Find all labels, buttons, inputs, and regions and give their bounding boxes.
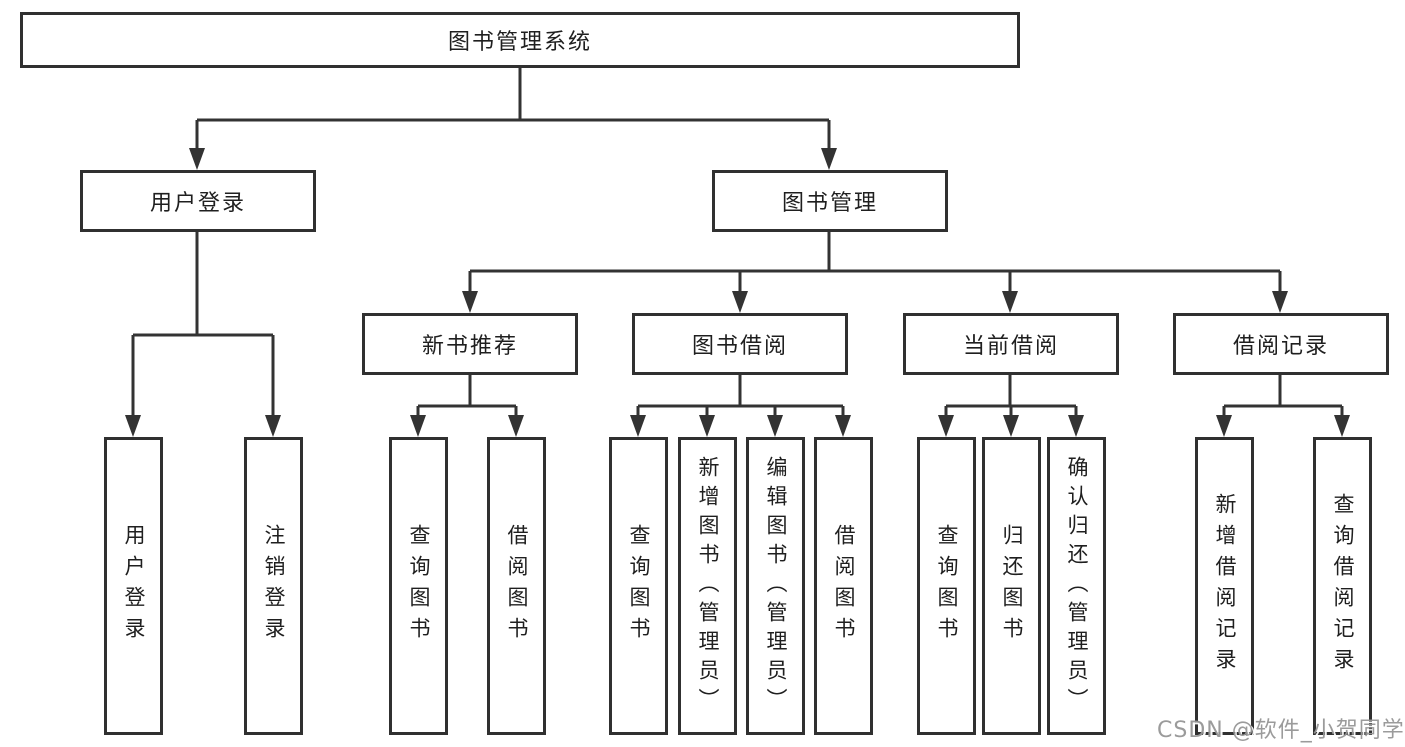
node-label: 当前借阅 bbox=[962, 334, 1059, 359]
connector-user-login bbox=[125, 232, 281, 437]
leaf-edit-books-admin: 编辑图书（管理员） bbox=[746, 437, 805, 735]
leaf-confirm-return-admin: 确认归还（管理员） bbox=[1047, 437, 1106, 735]
node-book-management: 图书管理 bbox=[712, 170, 948, 232]
leaf-label: 查询图书 bbox=[407, 524, 432, 648]
leaf-label: 确认归还（管理员） bbox=[1065, 455, 1090, 717]
leaf-add-books-admin: 新增图书（管理员） bbox=[678, 437, 737, 735]
node-user-login: 用户登录 bbox=[80, 170, 316, 232]
node-new-book-recommendation: 新书推荐 bbox=[362, 313, 578, 375]
node-label: 借阅记录 bbox=[1232, 334, 1329, 359]
node-label: 用户登录 bbox=[149, 191, 246, 216]
leaf-add-borrow-record: 新增借阅记录 bbox=[1195, 437, 1254, 735]
leaf-label: 查询图书 bbox=[935, 524, 960, 648]
connector-new-book-recommendation bbox=[410, 375, 524, 437]
leaf-label: 新增借阅记录 bbox=[1213, 493, 1238, 679]
leaf-return-books: 归还图书 bbox=[982, 437, 1041, 735]
connector-book-borrowing bbox=[630, 375, 851, 437]
leaf-query-borrow-record: 查询借阅记录 bbox=[1313, 437, 1372, 735]
connector-book-management bbox=[462, 232, 1288, 313]
leaf-borrow-books-recommend: 借阅图书 bbox=[487, 437, 546, 735]
leaf-label: 查询借阅记录 bbox=[1331, 493, 1356, 679]
node-label: 图书管理系统 bbox=[447, 30, 592, 55]
connector-borrowing-records bbox=[1216, 375, 1350, 437]
leaf-logout: 注销登录 bbox=[244, 437, 303, 735]
leaf-label: 编辑图书（管理员） bbox=[764, 455, 789, 717]
node-borrowing-records: 借阅记录 bbox=[1173, 313, 1389, 375]
node-library-management-system: 图书管理系统 bbox=[20, 12, 1020, 68]
leaf-label: 归还图书 bbox=[1000, 524, 1025, 648]
connector-current-borrowing bbox=[938, 375, 1084, 437]
connector-root bbox=[189, 68, 837, 170]
leaf-label: 借阅图书 bbox=[832, 524, 857, 648]
node-book-borrowing: 图书借阅 bbox=[632, 313, 848, 375]
leaf-borrow-books: 借阅图书 bbox=[814, 437, 873, 735]
leaf-label: 新增图书（管理员） bbox=[696, 455, 721, 717]
leaf-query-books-recommend: 查询图书 bbox=[389, 437, 448, 735]
watermark: CSDN @软件_小贺同学 bbox=[1157, 718, 1405, 743]
leaf-query-books-borrowing: 查询图书 bbox=[609, 437, 668, 735]
leaf-label: 注销登录 bbox=[262, 524, 287, 648]
node-label: 图书管理 bbox=[781, 191, 878, 216]
node-current-borrowing: 当前借阅 bbox=[903, 313, 1119, 375]
leaf-label: 查询图书 bbox=[627, 524, 652, 648]
leaf-label: 借阅图书 bbox=[505, 524, 530, 648]
leaf-query-books-current: 查询图书 bbox=[917, 437, 976, 735]
node-label: 图书借阅 bbox=[691, 334, 788, 359]
leaf-label: 用户登录 bbox=[122, 524, 147, 648]
node-label: 新书推荐 bbox=[421, 334, 518, 359]
leaf-user-login: 用户登录 bbox=[104, 437, 163, 735]
